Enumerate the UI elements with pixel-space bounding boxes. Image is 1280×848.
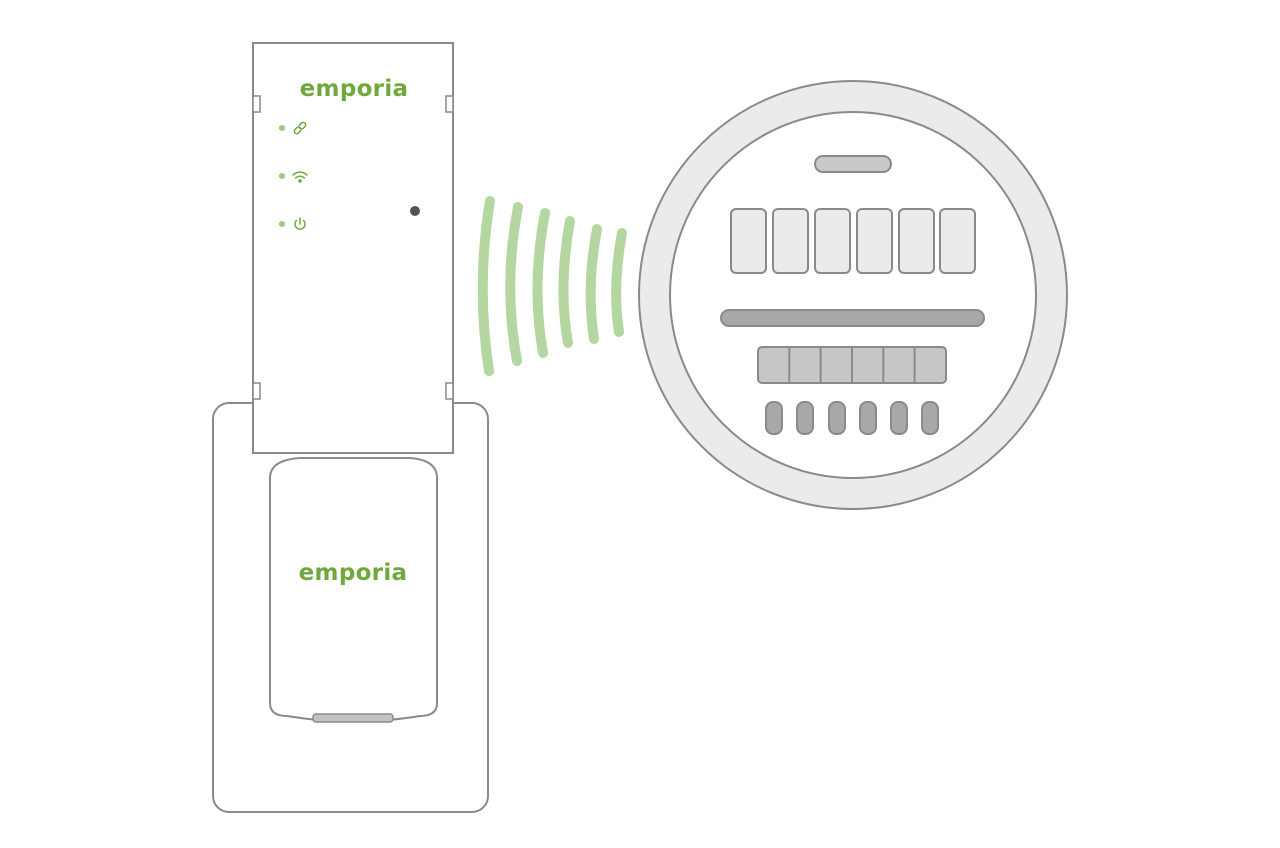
wireless-signal-waves — [477, 196, 627, 376]
digit-window — [730, 208, 767, 274]
terminal — [828, 401, 846, 435]
led-power — [279, 221, 285, 227]
meter-terminals — [765, 401, 939, 435]
sensor-puck — [269, 457, 438, 723]
puck-foot — [312, 713, 394, 723]
link-icon — [293, 121, 307, 135]
terminal — [890, 401, 908, 435]
wifi-icon — [292, 171, 308, 183]
terminal — [796, 401, 814, 435]
meter-dial-strip — [757, 346, 947, 384]
puck-logo: emporia — [299, 560, 408, 586]
meter-top-slot — [814, 155, 892, 173]
power-icon — [294, 217, 306, 230]
side-clips — [252, 95, 454, 400]
indicator-power — [279, 217, 306, 230]
digit-window — [898, 208, 935, 274]
digit-window — [939, 208, 976, 274]
meter-face — [669, 111, 1037, 479]
meter-bar — [720, 309, 985, 327]
electric-meter — [638, 80, 1068, 510]
meter-digit-windows — [730, 208, 976, 274]
indicator-wifi — [279, 171, 308, 183]
digit-window — [772, 208, 809, 274]
digit-window — [814, 208, 851, 274]
terminal — [859, 401, 877, 435]
terminal — [765, 401, 783, 435]
terminal — [921, 401, 939, 435]
indicator-link — [279, 121, 307, 135]
hub-logo: emporia — [300, 76, 409, 102]
hub-device — [252, 42, 454, 454]
led-wifi — [279, 173, 285, 179]
led-link — [279, 125, 285, 131]
digit-window — [856, 208, 893, 274]
reset-button[interactable] — [410, 206, 420, 216]
